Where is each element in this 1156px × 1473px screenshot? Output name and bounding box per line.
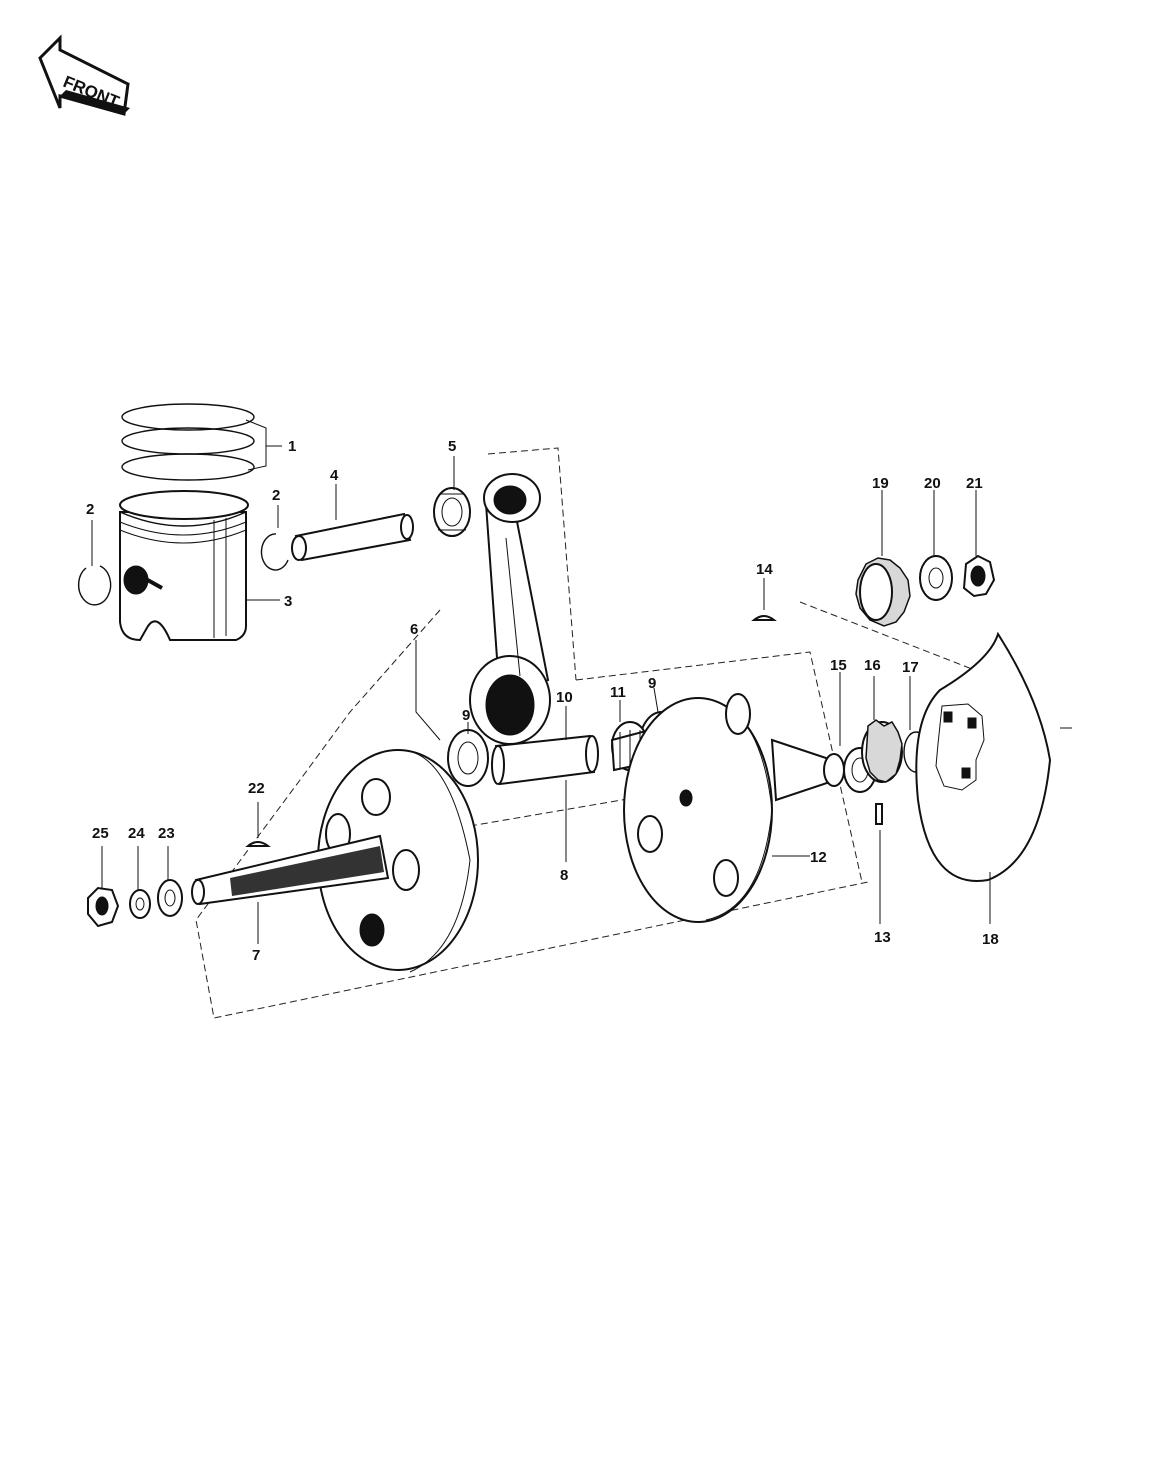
dowel-pin [875,803,883,825]
crank-pin [491,734,599,786]
nut-21 [962,554,996,598]
callout-23: 23 [158,825,175,842]
callout-12: 12 [810,849,827,866]
callout-10: 10 [556,689,573,706]
callout-7: 7 [252,947,260,964]
front-arrow-icon: FRONT [38,34,130,116]
primary-gear [861,719,903,783]
callout-17: 17 [902,659,919,676]
callout-20: 20 [924,475,941,492]
callout-13: 13 [874,929,891,946]
piston-rings [121,403,255,481]
washer-20 [919,555,953,601]
callout-4: 4 [330,467,339,484]
callout-leader-1 [245,419,267,471]
callout-9-right: 9 [648,675,656,692]
circlip-right [260,533,289,571]
callout-11: 11 [610,684,626,701]
washer-23 [157,879,183,917]
callout-25: 25 [92,825,109,842]
callout-15: 15 [830,657,847,674]
callout-21: 21 [966,475,983,492]
woodruff-key-14 [751,615,777,621]
piston [119,490,249,642]
connecting-rod [469,473,551,745]
gear-19 [855,557,911,627]
callout-2-right: 2 [272,487,280,504]
callout-22: 22 [248,780,265,797]
callout-8: 8 [560,867,568,884]
piston-pin [291,512,414,562]
crankshaft-right-half [623,693,845,923]
callout-2-left: 2 [86,501,94,518]
callout-5: 5 [448,438,456,455]
circlip-left [77,565,112,606]
nut-25 [87,886,120,928]
woodruff-key-22 [245,841,271,847]
callout-14: 14 [756,561,773,578]
callout-24: 24 [128,825,145,842]
rotor-disc [915,631,1052,882]
callout-19: 19 [872,475,889,492]
callout-18: 18 [982,931,999,948]
washer-24 [129,889,151,919]
callout-1: 1 [288,438,296,455]
thrust-washer-left [447,729,489,787]
callout-3: 3 [284,593,292,610]
small-end-bearing [433,487,471,537]
callout-9-left: 9 [462,707,470,724]
callout-16: 16 [864,657,881,674]
crankshaft-left-half [191,749,479,973]
callout-6: 6 [410,621,418,638]
